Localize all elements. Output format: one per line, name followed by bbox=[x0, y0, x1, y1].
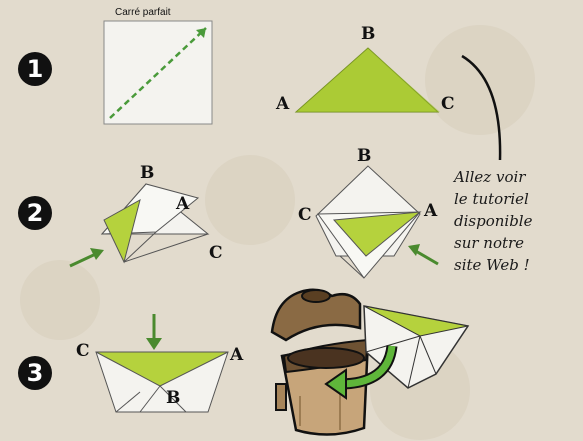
square-caption: Carré parfait bbox=[115, 7, 171, 18]
label-b: B bbox=[140, 163, 155, 183]
label-c: C bbox=[209, 243, 223, 263]
step-number-1: 1 bbox=[18, 52, 52, 86]
note-line: sur notre bbox=[454, 234, 525, 252]
note-line: le tutoriel bbox=[454, 190, 529, 208]
label-c: C bbox=[76, 341, 90, 361]
label-b: B bbox=[166, 388, 181, 408]
note-line: Allez voir bbox=[454, 168, 526, 186]
label-c: C bbox=[298, 205, 312, 225]
label-b: B bbox=[357, 146, 372, 166]
step-number-2: 2 bbox=[18, 196, 52, 230]
label-b: B bbox=[361, 24, 376, 44]
tutorial-note: Allez voir le tutoriel disponible sur no… bbox=[454, 166, 582, 276]
label-c: C bbox=[441, 94, 455, 114]
label-a: A bbox=[424, 201, 438, 221]
step-number-3: 3 bbox=[18, 356, 52, 390]
label-a: A bbox=[176, 194, 190, 214]
label-a: A bbox=[276, 94, 290, 114]
label-a: A bbox=[230, 345, 244, 365]
note-line: site Web ! bbox=[454, 256, 530, 274]
note-line: disponible bbox=[454, 212, 533, 230]
